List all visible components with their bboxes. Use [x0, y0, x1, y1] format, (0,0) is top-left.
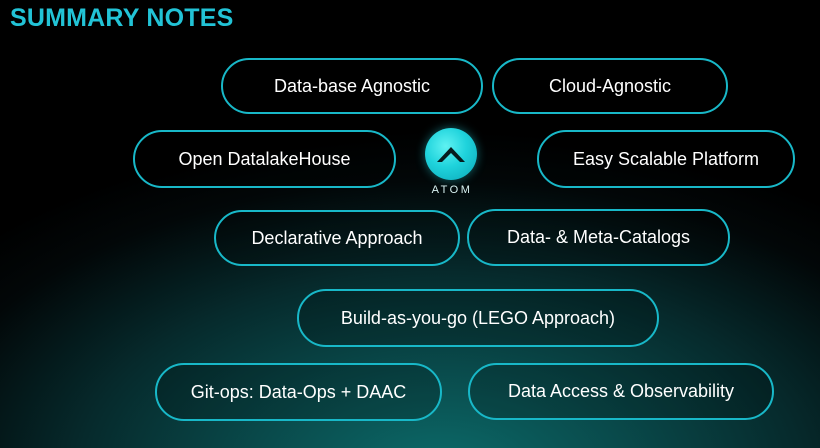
page-title: SUMMARY NOTES	[10, 4, 234, 32]
pill-build-as-you-go[interactable]: Build-as-you-go (LEGO Approach)	[297, 289, 659, 347]
pill-git-ops[interactable]: Git-ops: Data-Ops + DAAC	[155, 363, 442, 421]
pill-data-meta-catalogs[interactable]: Data- & Meta-Catalogs	[467, 209, 730, 266]
pill-database-agnostic[interactable]: Data-base Agnostic	[221, 58, 483, 114]
pill-data-access-observability[interactable]: Data Access & Observability	[468, 363, 774, 420]
pill-open-datalakehouse[interactable]: Open DatalakeHouse	[133, 130, 396, 188]
atom-logo-text: ATOM	[431, 184, 473, 196]
atom-logo: ATOM	[418, 128, 482, 204]
pill-easy-scalable-platform[interactable]: Easy Scalable Platform	[537, 130, 795, 188]
pill-declarative-approach[interactable]: Declarative Approach	[214, 210, 460, 266]
pill-cloud-agnostic[interactable]: Cloud-Agnostic	[492, 58, 728, 114]
atom-chevron-logo-icon	[425, 128, 477, 180]
